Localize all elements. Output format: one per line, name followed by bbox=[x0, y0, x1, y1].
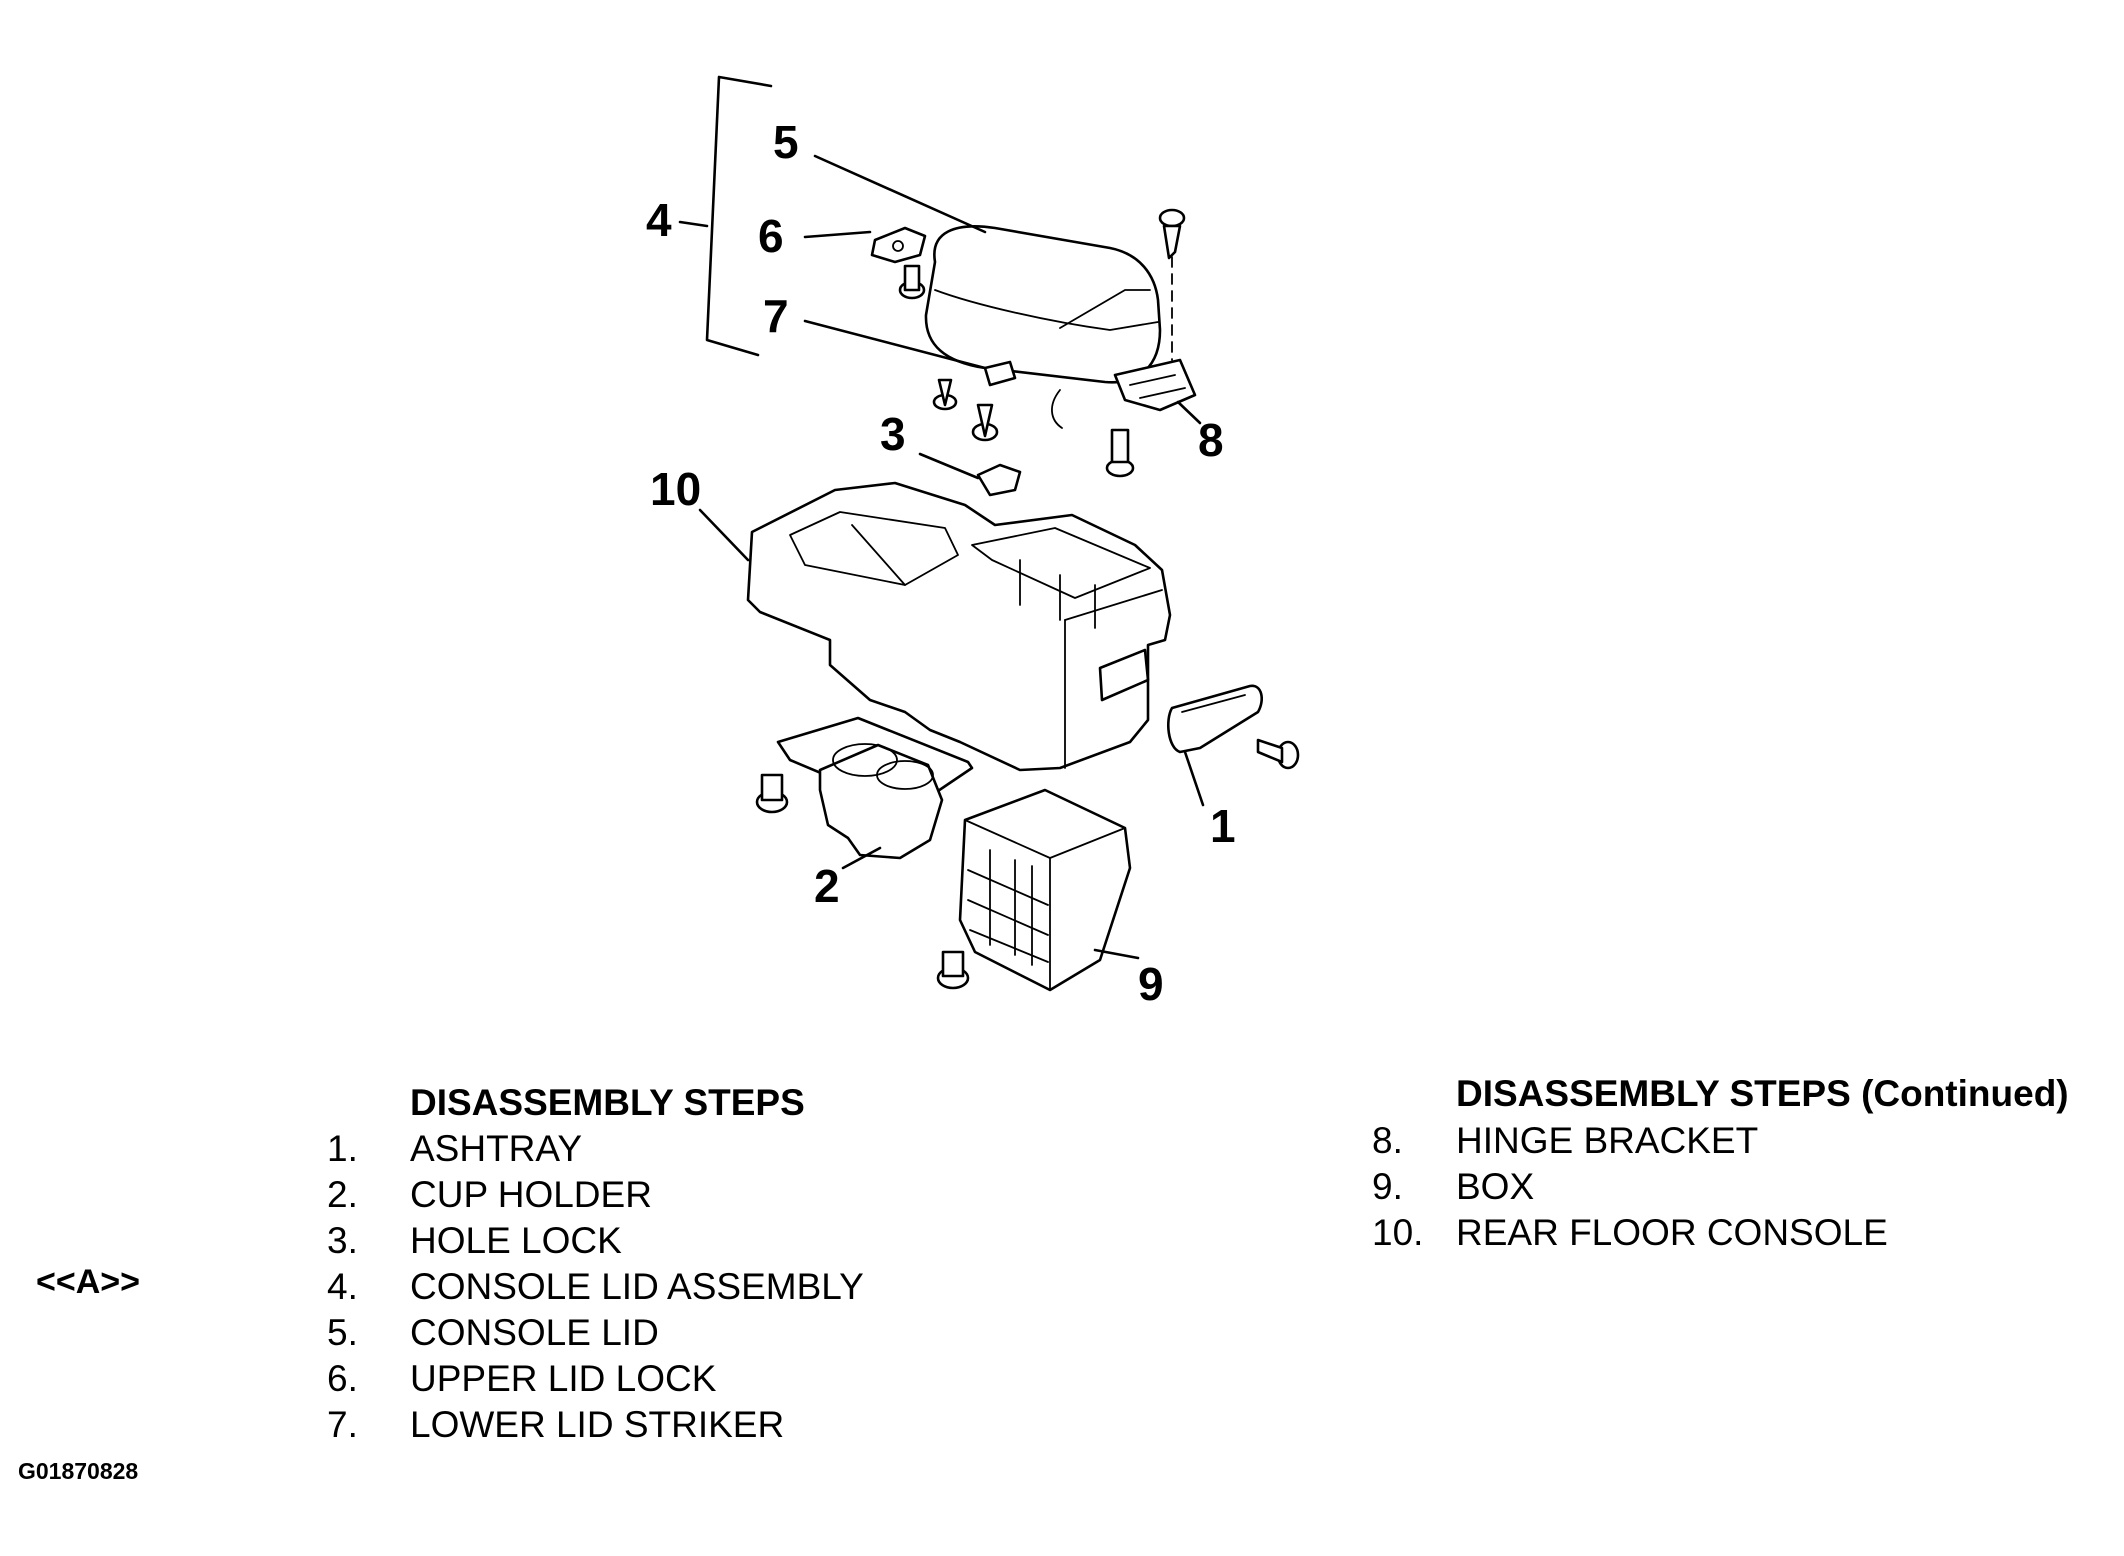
step-label: REAR FLOOR CONSOLE bbox=[1456, 1212, 1888, 1253]
callout-5: 5 bbox=[773, 116, 799, 168]
storage-box bbox=[958, 788, 1132, 992]
step-number: 5. bbox=[327, 1312, 358, 1353]
screw-ashtray bbox=[1256, 738, 1300, 770]
callout-9: 9 bbox=[1138, 958, 1164, 1010]
callout-6: 6 bbox=[758, 210, 784, 262]
step-number: 1. bbox=[327, 1128, 358, 1169]
step-number: 3. bbox=[327, 1220, 358, 1261]
step-label: LOWER LID STRIKER bbox=[410, 1404, 785, 1445]
screw-striker-right bbox=[971, 403, 999, 442]
callout-4: 4 bbox=[646, 194, 672, 246]
ashtray bbox=[1166, 684, 1264, 754]
screw-box bbox=[936, 950, 970, 990]
callout-labels: 5 4 6 7 8 3 10 1 2 9 bbox=[646, 116, 1236, 1010]
step-label: CONSOLE LID bbox=[410, 1312, 659, 1353]
lower-lid-striker bbox=[983, 360, 1017, 387]
step-label: CUP HOLDER bbox=[410, 1174, 652, 1215]
step-label: BOX bbox=[1456, 1166, 1535, 1207]
step-label: HINGE BRACKET bbox=[1456, 1120, 1759, 1161]
leader-lines bbox=[698, 154, 1205, 960]
step-label: ASHTRAY bbox=[410, 1128, 583, 1169]
screw-lock-upper bbox=[898, 264, 926, 300]
callout-3: 3 bbox=[880, 408, 906, 460]
screw-hinge-lower bbox=[1105, 428, 1135, 478]
step-label: HOLE LOCK bbox=[410, 1220, 622, 1261]
step-label: CONSOLE LID ASSEMBLY bbox=[410, 1266, 864, 1307]
callout-7: 7 bbox=[763, 290, 789, 342]
callout-10: 10 bbox=[650, 463, 701, 515]
step-number: 7. bbox=[327, 1404, 358, 1445]
step-number: 10. bbox=[1372, 1212, 1424, 1253]
step-number: 9. bbox=[1372, 1166, 1403, 1207]
steps-heading-right: DISASSEMBLY STEPS (Continued) bbox=[1456, 1073, 2069, 1114]
callout-1: 1 bbox=[1210, 800, 1236, 852]
assembly-bracket bbox=[678, 75, 773, 357]
reference-mark: <<A>> bbox=[36, 1263, 140, 1301]
screw-striker-left bbox=[932, 378, 958, 411]
hole-lock bbox=[976, 463, 1022, 497]
callout-8: 8 bbox=[1198, 414, 1224, 466]
screw-cup-holder bbox=[755, 773, 789, 814]
callout-2: 2 bbox=[814, 860, 840, 912]
steps-heading-left: DISASSEMBLY STEPS bbox=[410, 1082, 805, 1123]
upper-lid-lock bbox=[870, 226, 927, 264]
step-label: UPPER LID LOCK bbox=[410, 1358, 717, 1399]
cup-holder bbox=[776, 716, 974, 860]
step-number: 8. bbox=[1372, 1120, 1403, 1161]
rear-floor-console bbox=[746, 481, 1172, 772]
step-number: 2. bbox=[327, 1174, 358, 1215]
screw-top-right bbox=[1158, 208, 1186, 260]
step-number: 4. bbox=[327, 1266, 358, 1307]
screws bbox=[755, 208, 1300, 990]
step-number: 6. bbox=[327, 1358, 358, 1399]
figure-id: G01870828 bbox=[18, 1458, 139, 1484]
